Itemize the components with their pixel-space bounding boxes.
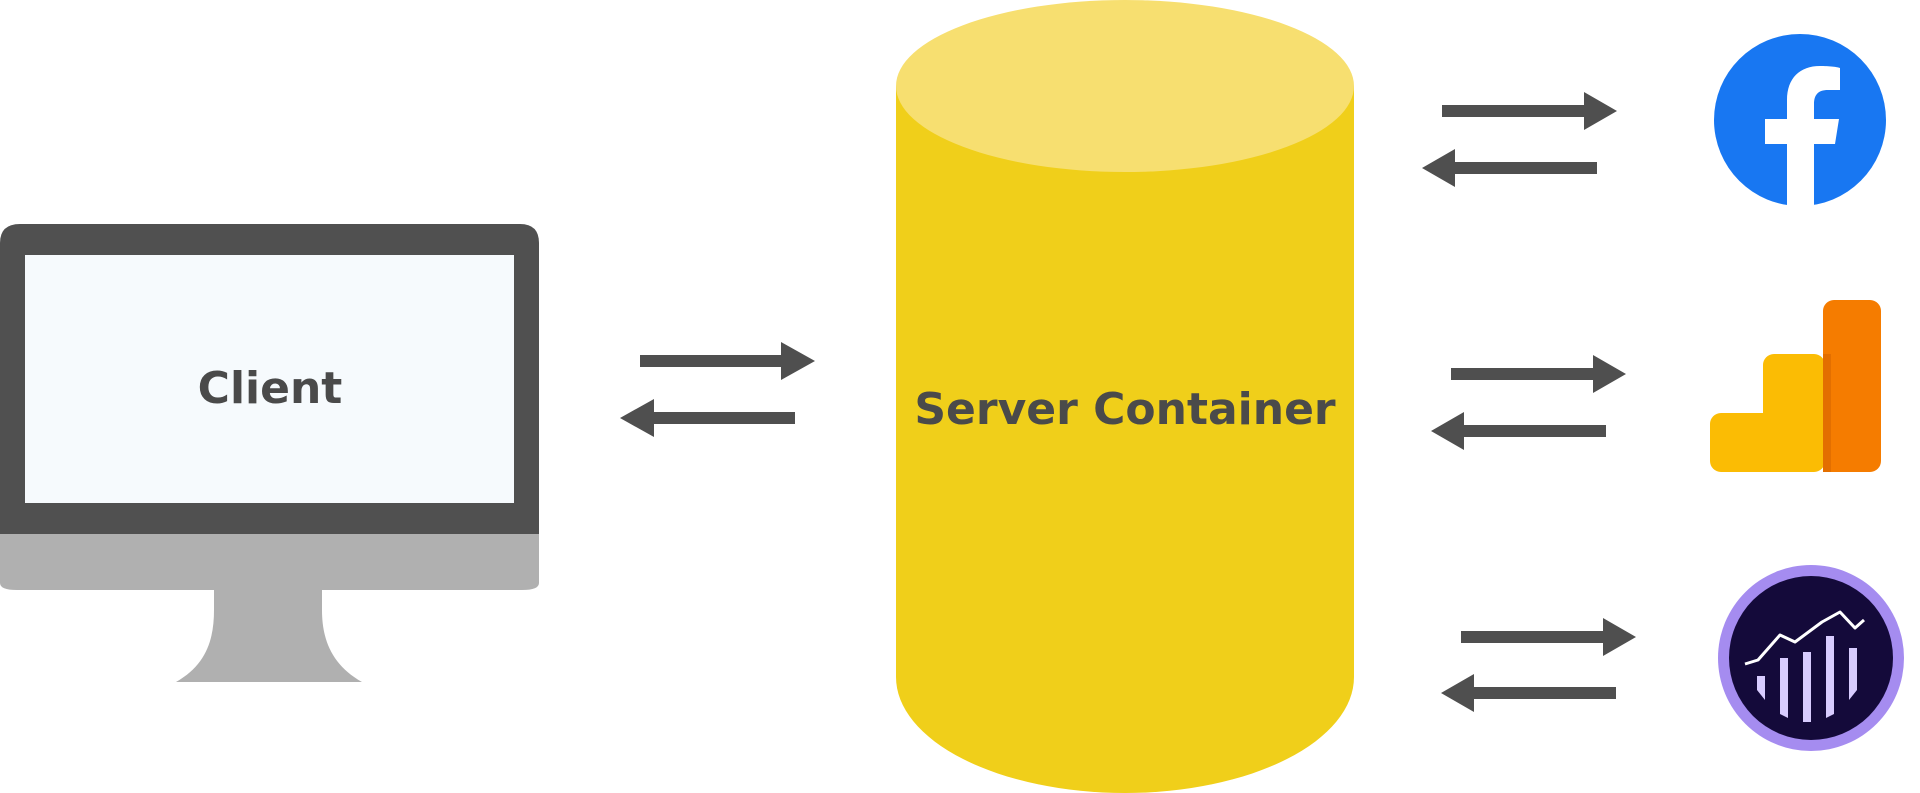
arrow-right-icon xyxy=(1461,618,1636,656)
server-analytics-arrows xyxy=(1441,618,1636,712)
server-facebook-arrows xyxy=(1422,92,1617,187)
google-analytics-icon xyxy=(1710,300,1881,472)
server-container-cylinder: Server Container xyxy=(896,0,1354,793)
monitor-stand xyxy=(176,585,362,682)
cylinder-top xyxy=(896,0,1354,172)
arrow-right-icon xyxy=(640,342,815,380)
arrow-right-icon xyxy=(1442,92,1617,130)
server-container-label: Server Container xyxy=(914,384,1336,435)
arrow-left-icon xyxy=(620,399,795,437)
arrow-left-icon xyxy=(1431,412,1606,450)
client-monitor: Client xyxy=(0,224,539,682)
server-google-analytics-arrows xyxy=(1431,355,1626,450)
monitor-chin xyxy=(0,534,539,590)
arrow-right-icon xyxy=(1451,355,1626,393)
analytics-chart-icon xyxy=(1718,565,1904,751)
arrow-left-icon xyxy=(1441,674,1616,712)
client-label: Client xyxy=(198,363,343,414)
monitor-screen xyxy=(25,255,514,503)
facebook-icon xyxy=(1714,34,1886,206)
arrow-left-icon xyxy=(1422,149,1597,187)
client-server-arrows xyxy=(620,342,815,437)
cylinder-body xyxy=(896,86,1354,793)
